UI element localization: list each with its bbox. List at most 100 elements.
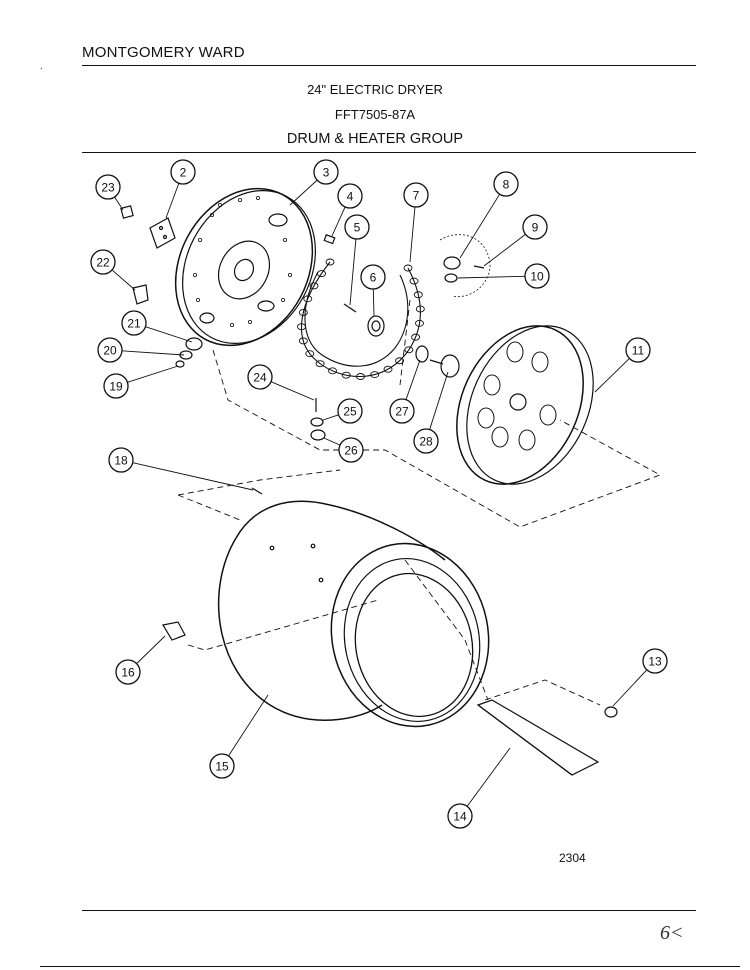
callout-circle — [97, 337, 123, 363]
callout-number: 11 — [632, 344, 645, 358]
callout-number: 10 — [530, 270, 544, 284]
callout-number: 18 — [114, 454, 128, 468]
leader-line-2 — [165, 183, 180, 219]
title-rule — [82, 152, 696, 153]
callout-number: 28 — [419, 435, 433, 449]
coil-loop — [315, 360, 325, 368]
callout-number: 20 — [103, 344, 117, 358]
coil-loop — [404, 346, 414, 354]
coil-loop — [415, 305, 425, 313]
leader-line-9 — [483, 233, 526, 267]
callout-circle — [522, 214, 548, 240]
leader-line-8 — [459, 193, 501, 259]
leader-line-15 — [228, 694, 269, 757]
leader-line-22 — [111, 269, 136, 291]
callout-circle — [344, 214, 370, 240]
callout-circle — [170, 159, 196, 185]
leader-line-24 — [270, 381, 315, 401]
screw-part-5 — [343, 303, 357, 313]
leader-line-4 — [331, 206, 346, 237]
coil-loop — [383, 365, 393, 373]
callout-26: 26 — [338, 437, 364, 463]
clip-part-22 — [132, 284, 149, 305]
callout-number: 13 — [648, 655, 662, 669]
coil-loop — [325, 258, 335, 266]
callout-11: 11 — [625, 337, 651, 363]
leader-line-6 — [372, 288, 375, 317]
coil-loop — [317, 270, 326, 278]
callout-10: 10 — [524, 263, 550, 289]
coil-loop — [303, 295, 313, 303]
leader-line-11 — [594, 358, 630, 393]
leader-line-14 — [466, 747, 511, 807]
callout-circle — [103, 373, 129, 399]
leader-line-7 — [409, 206, 416, 263]
front-bulkhead — [456, 325, 594, 485]
screw-part-18 — [251, 487, 263, 495]
callout-8: 8 — [493, 171, 519, 197]
coil-loop — [297, 323, 306, 331]
callout-number: 21 — [127, 317, 141, 331]
callout-13: 13 — [642, 648, 668, 674]
callout-circle — [403, 182, 429, 208]
leader-line-10 — [457, 275, 526, 279]
leader-line-19 — [127, 365, 179, 383]
callout-number: 25 — [343, 405, 357, 419]
callout-9: 9 — [522, 214, 548, 240]
coil-loop — [356, 373, 365, 380]
coil-loop — [298, 309, 308, 316]
callout-circle — [121, 310, 147, 336]
footer-rule — [82, 910, 696, 911]
leader-line-18 — [132, 462, 254, 491]
leader-line-28 — [429, 371, 449, 430]
callout-circle — [389, 398, 415, 424]
callout-number: 27 — [395, 405, 409, 419]
leader-line-3 — [289, 179, 318, 206]
callout-23: 23 — [95, 174, 121, 200]
coil-loop — [395, 357, 405, 365]
coil-loop — [298, 337, 308, 345]
rear-bulkhead — [174, 187, 316, 347]
callout-number: 23 — [101, 181, 115, 195]
callout-circle — [493, 171, 519, 197]
callout-22: 22 — [90, 249, 116, 275]
coil-loop — [413, 291, 423, 299]
callout-circle — [642, 648, 668, 674]
callout-circle — [247, 364, 273, 390]
callout-circle — [108, 447, 134, 473]
callout-18: 18 — [108, 447, 134, 473]
callout-5: 5 — [344, 214, 370, 240]
callout-number: 8 — [503, 178, 510, 192]
brand-name: MONTGOMERY WARD — [82, 44, 245, 61]
coil-loop — [309, 282, 319, 290]
bearing-parts-19-21 — [175, 337, 203, 368]
callout-circle — [95, 174, 121, 200]
bottom-edge-rule — [40, 966, 740, 967]
callout-6: 6 — [360, 264, 386, 290]
callout-4: 4 — [337, 183, 363, 209]
insulator-part-6 — [367, 315, 385, 337]
callout-circle — [337, 183, 363, 209]
assembly-guide-lines — [177, 299, 662, 706]
callout-number: 4 — [347, 190, 354, 204]
coil-loop — [328, 367, 337, 375]
thermostat-parts-8-10 — [439, 234, 491, 298]
callout-number: 15 — [215, 760, 229, 774]
callout-number: 9 — [532, 221, 539, 235]
screw-part-4 — [323, 234, 336, 245]
screws-24-26 — [310, 398, 326, 441]
callout-number: 22 — [96, 256, 110, 270]
callout-14: 14 — [447, 803, 473, 829]
callout-number: 16 — [121, 666, 135, 680]
heater-coil — [297, 258, 425, 380]
leader-line-20 — [121, 350, 185, 356]
callout-circle — [337, 398, 363, 424]
clip-part-16 — [162, 621, 186, 641]
coil-loop — [415, 319, 424, 327]
callout-2: 2 — [170, 159, 196, 185]
model-number: FFT7505-87A — [334, 107, 416, 122]
callout-20: 20 — [97, 337, 123, 363]
model-title: 24" ELECTRIC DRYER — [307, 82, 443, 97]
diagram-code: 2304 — [559, 851, 586, 865]
